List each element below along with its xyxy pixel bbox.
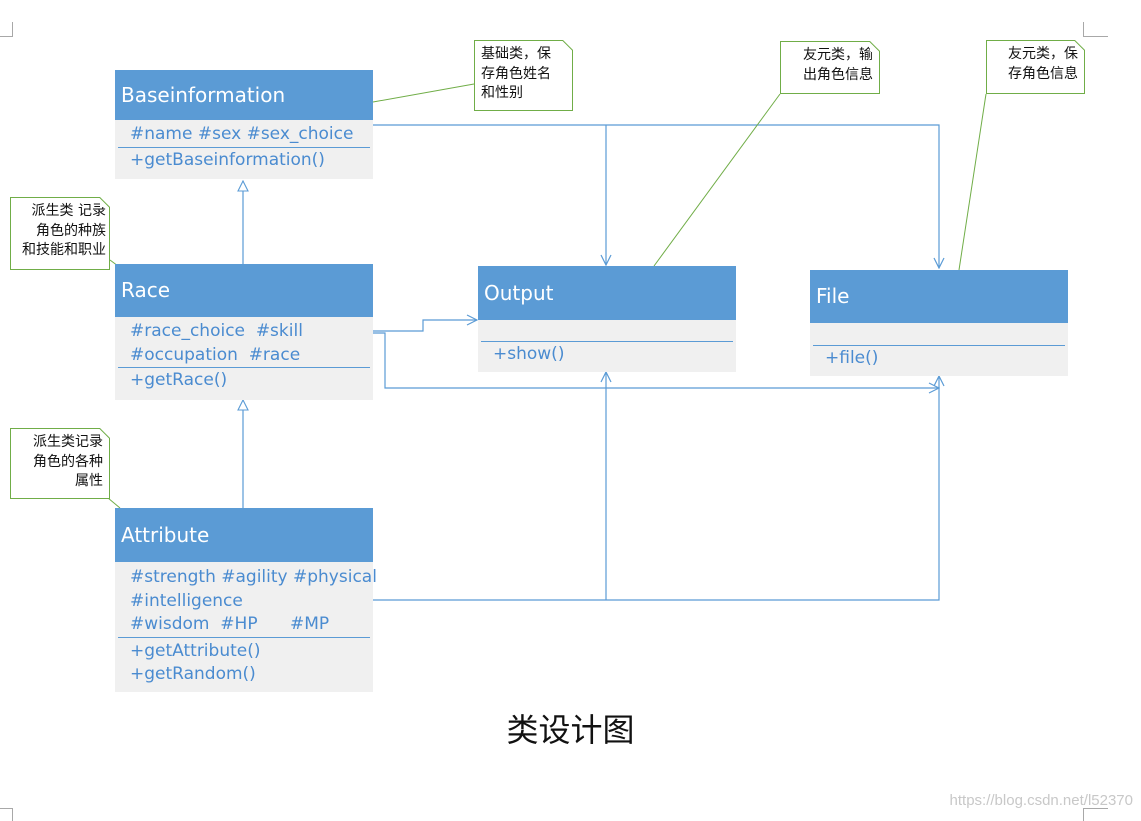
note-attribute[interactable]: 派生类记录 角色的各种 属性 — [10, 428, 110, 499]
note-line: 友元类，保 — [1008, 46, 1078, 62]
crop-mark-top-left — [0, 22, 13, 37]
note-fold-icon — [1075, 40, 1085, 50]
association-baseinformation-to-file — [373, 124, 939, 268]
class-file[interactable]: File +file() — [810, 270, 1068, 376]
note-line: 和性别 — [481, 85, 523, 101]
method-row: +getBaseinformation() — [130, 149, 325, 170]
note-line: 角色的种族 — [36, 222, 106, 239]
member-divider — [118, 367, 370, 368]
method-list: +getAttribute() +getRandom() — [115, 638, 373, 687]
attribute-row: #intelligence — [130, 590, 243, 611]
attribute-list: #name #sex #sex_choice — [115, 120, 373, 147]
note-line: 角色的各种 — [33, 453, 103, 470]
member-divider — [118, 146, 370, 148]
note-callout-attribute — [107, 497, 121, 509]
class-title: File — [810, 270, 1068, 323]
note-line: 友元类，输 — [803, 47, 873, 63]
note-file[interactable]: 友元类，保 存角色信息 — [986, 40, 1085, 94]
attribute-list: #strength #agility #physical #intelligen… — [115, 562, 377, 637]
attribute-row: #name #sex #sex_choice — [130, 124, 354, 144]
method-list: +getBaseinformation() — [115, 148, 373, 173]
note-fold-icon — [100, 428, 110, 438]
note-line: 派生类 记录 — [31, 203, 106, 219]
note-line: 出角色信息 — [803, 66, 873, 83]
association-race-to-output — [373, 320, 477, 332]
association-race-to-file — [373, 332, 939, 388]
class-attribute[interactable]: Attribute #strength #agility #physical #… — [115, 508, 377, 692]
attribute-row: #occupation #race — [130, 344, 301, 365]
association-attribute-to-file — [373, 376, 939, 601]
crop-mark-bottom-right — [1083, 808, 1108, 821]
attribute-row: #race_choice #skill — [130, 321, 303, 341]
method-list: +file() — [810, 346, 1068, 371]
note-output[interactable]: 友元类，输 出角色信息 — [780, 41, 880, 94]
note-callout-file — [958, 93, 987, 271]
attribute-list-empty — [478, 320, 736, 341]
attribute-list: #race_choice #skill #occupation #race — [115, 317, 373, 367]
note-callout-output — [653, 93, 781, 267]
method-row: +getRace() — [130, 370, 228, 390]
method-list: +getRace() — [115, 368, 373, 393]
method-row: +getAttribute() — [130, 640, 261, 661]
class-race[interactable]: Race #race_choice #skill #occupation #ra… — [115, 264, 373, 400]
member-divider — [813, 345, 1065, 346]
note-line: 存角色信息 — [1008, 65, 1078, 82]
note-fold-icon — [870, 41, 880, 51]
note-line: 和技能和职业 — [22, 242, 106, 258]
method-list: +show() — [478, 342, 736, 367]
class-title: Output — [478, 266, 736, 320]
note-line: 存角色姓名 — [481, 65, 551, 82]
note-fold-icon — [563, 40, 573, 50]
attribute-list-empty — [810, 323, 1068, 345]
method-row: +getRandom() — [130, 664, 256, 684]
note-baseinformation[interactable]: 基础类，保 存角色姓名 和性别 — [474, 40, 573, 111]
note-line: 基础类，保 — [481, 46, 551, 62]
attribute-row: #strength #agility #physical — [130, 567, 377, 587]
note-fold-icon — [100, 197, 110, 207]
class-baseinformation[interactable]: Baseinformation #name #sex #sex_choice +… — [115, 70, 373, 179]
class-title: Baseinformation — [115, 70, 373, 120]
note-line: 属性 — [75, 473, 103, 489]
crop-mark-bottom-left — [0, 808, 13, 821]
note-race[interactable]: 派生类 记录 角色的种族 和技能和职业 — [10, 197, 110, 270]
member-divider — [118, 636, 370, 638]
member-divider — [481, 341, 733, 342]
method-row: +file() — [825, 348, 879, 368]
note-callout-baseinformation — [372, 83, 475, 103]
note-line: 派生类记录 — [33, 434, 103, 450]
class-output[interactable]: Output +show() — [478, 266, 736, 372]
class-title: Race — [115, 264, 373, 317]
crop-mark-top-right — [1083, 22, 1108, 37]
diagram-caption: 类设计图 — [506, 711, 635, 749]
class-title: Attribute — [115, 508, 373, 562]
method-row: +show() — [493, 344, 565, 364]
watermark: https://blog.csdn.net/l52370 — [949, 792, 1133, 809]
attribute-row: #wisdom #HP #MP — [130, 614, 330, 634]
